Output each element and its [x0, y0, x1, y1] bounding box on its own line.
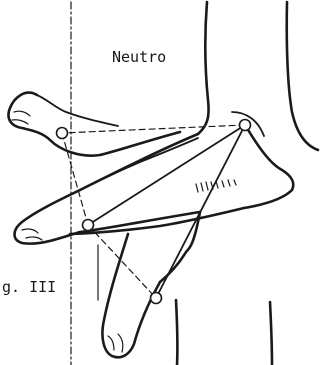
extended-foot-marker: [83, 220, 94, 231]
neutral-label: Neutro: [112, 48, 166, 66]
flexed-foot-toes: [108, 334, 123, 352]
line-neutral-to-extended: [62, 133, 88, 225]
figure-reference-label: g. III: [2, 278, 56, 296]
neutral-foot-marker: [57, 128, 68, 139]
neutral-toes: [12, 111, 30, 124]
extended-foot-outline: [15, 134, 201, 244]
leg-front-outline: [198, 2, 209, 134]
leg-back-outline: [287, 2, 318, 150]
extended-foot-toes: [22, 229, 42, 240]
lower-leg-lines: [176, 300, 272, 365]
neutral-foot-sole: [37, 95, 118, 126]
heel-outline: [244, 128, 293, 208]
ankle-axis-marker: [240, 120, 251, 131]
flexed-foot-marker: [151, 293, 162, 304]
line-ankle-to-neutral: [62, 125, 245, 133]
neutral-foot-outline: [9, 93, 181, 156]
